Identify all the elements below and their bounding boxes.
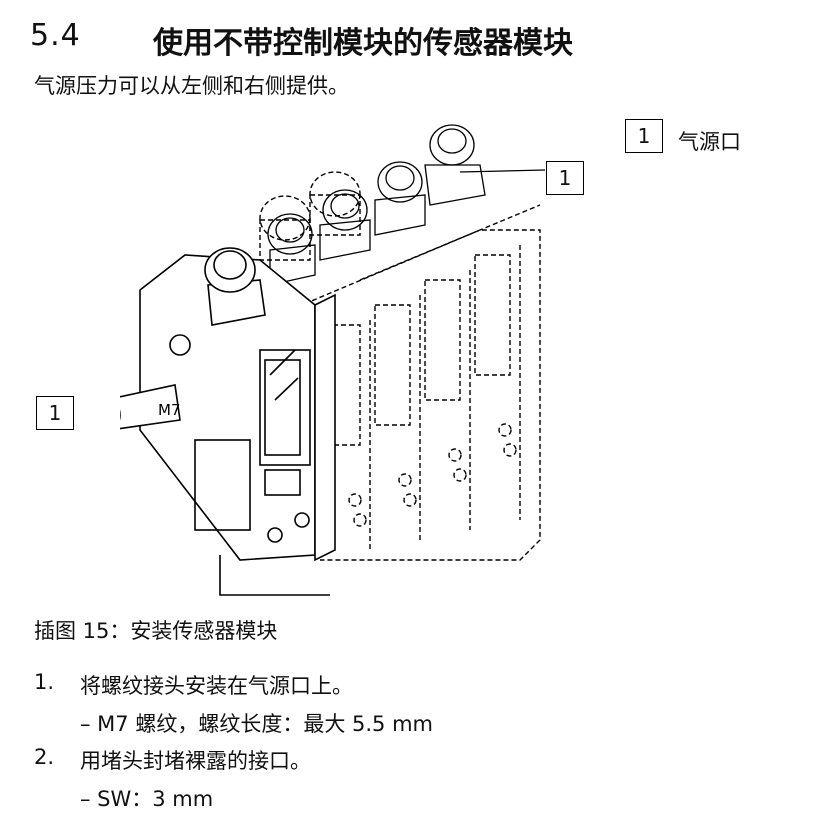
intro-text: 气源压力可以从左侧和右侧提供。: [34, 74, 349, 98]
figure-caption: 插图 15：安装传感器模块: [34, 619, 278, 643]
step-1-detail: – M7 螺纹，螺纹长度：最大 5.5 mm: [80, 712, 433, 736]
port-thread-label: M7: [158, 401, 181, 419]
callout-right-port: 1: [546, 161, 584, 195]
section-title: 使用不带控制模块的传感器模块: [153, 26, 573, 61]
legend-text: 气源口: [678, 130, 741, 154]
step-2-text: 用堵头封堵裸露的接口。: [80, 749, 311, 773]
step-2-number: 2.: [34, 745, 55, 769]
legend-number-box: 1: [625, 119, 663, 153]
section-number: 5.4: [30, 18, 81, 53]
step-1-text: 将螺纹接头安装在气源口上。: [80, 674, 353, 698]
sensor-module-illustration: M7: [120, 124, 546, 596]
step-2-detail: – SW：3 mm: [80, 787, 214, 811]
step-1-number: 1.: [34, 670, 55, 694]
callout-left-port: 1: [36, 396, 74, 430]
